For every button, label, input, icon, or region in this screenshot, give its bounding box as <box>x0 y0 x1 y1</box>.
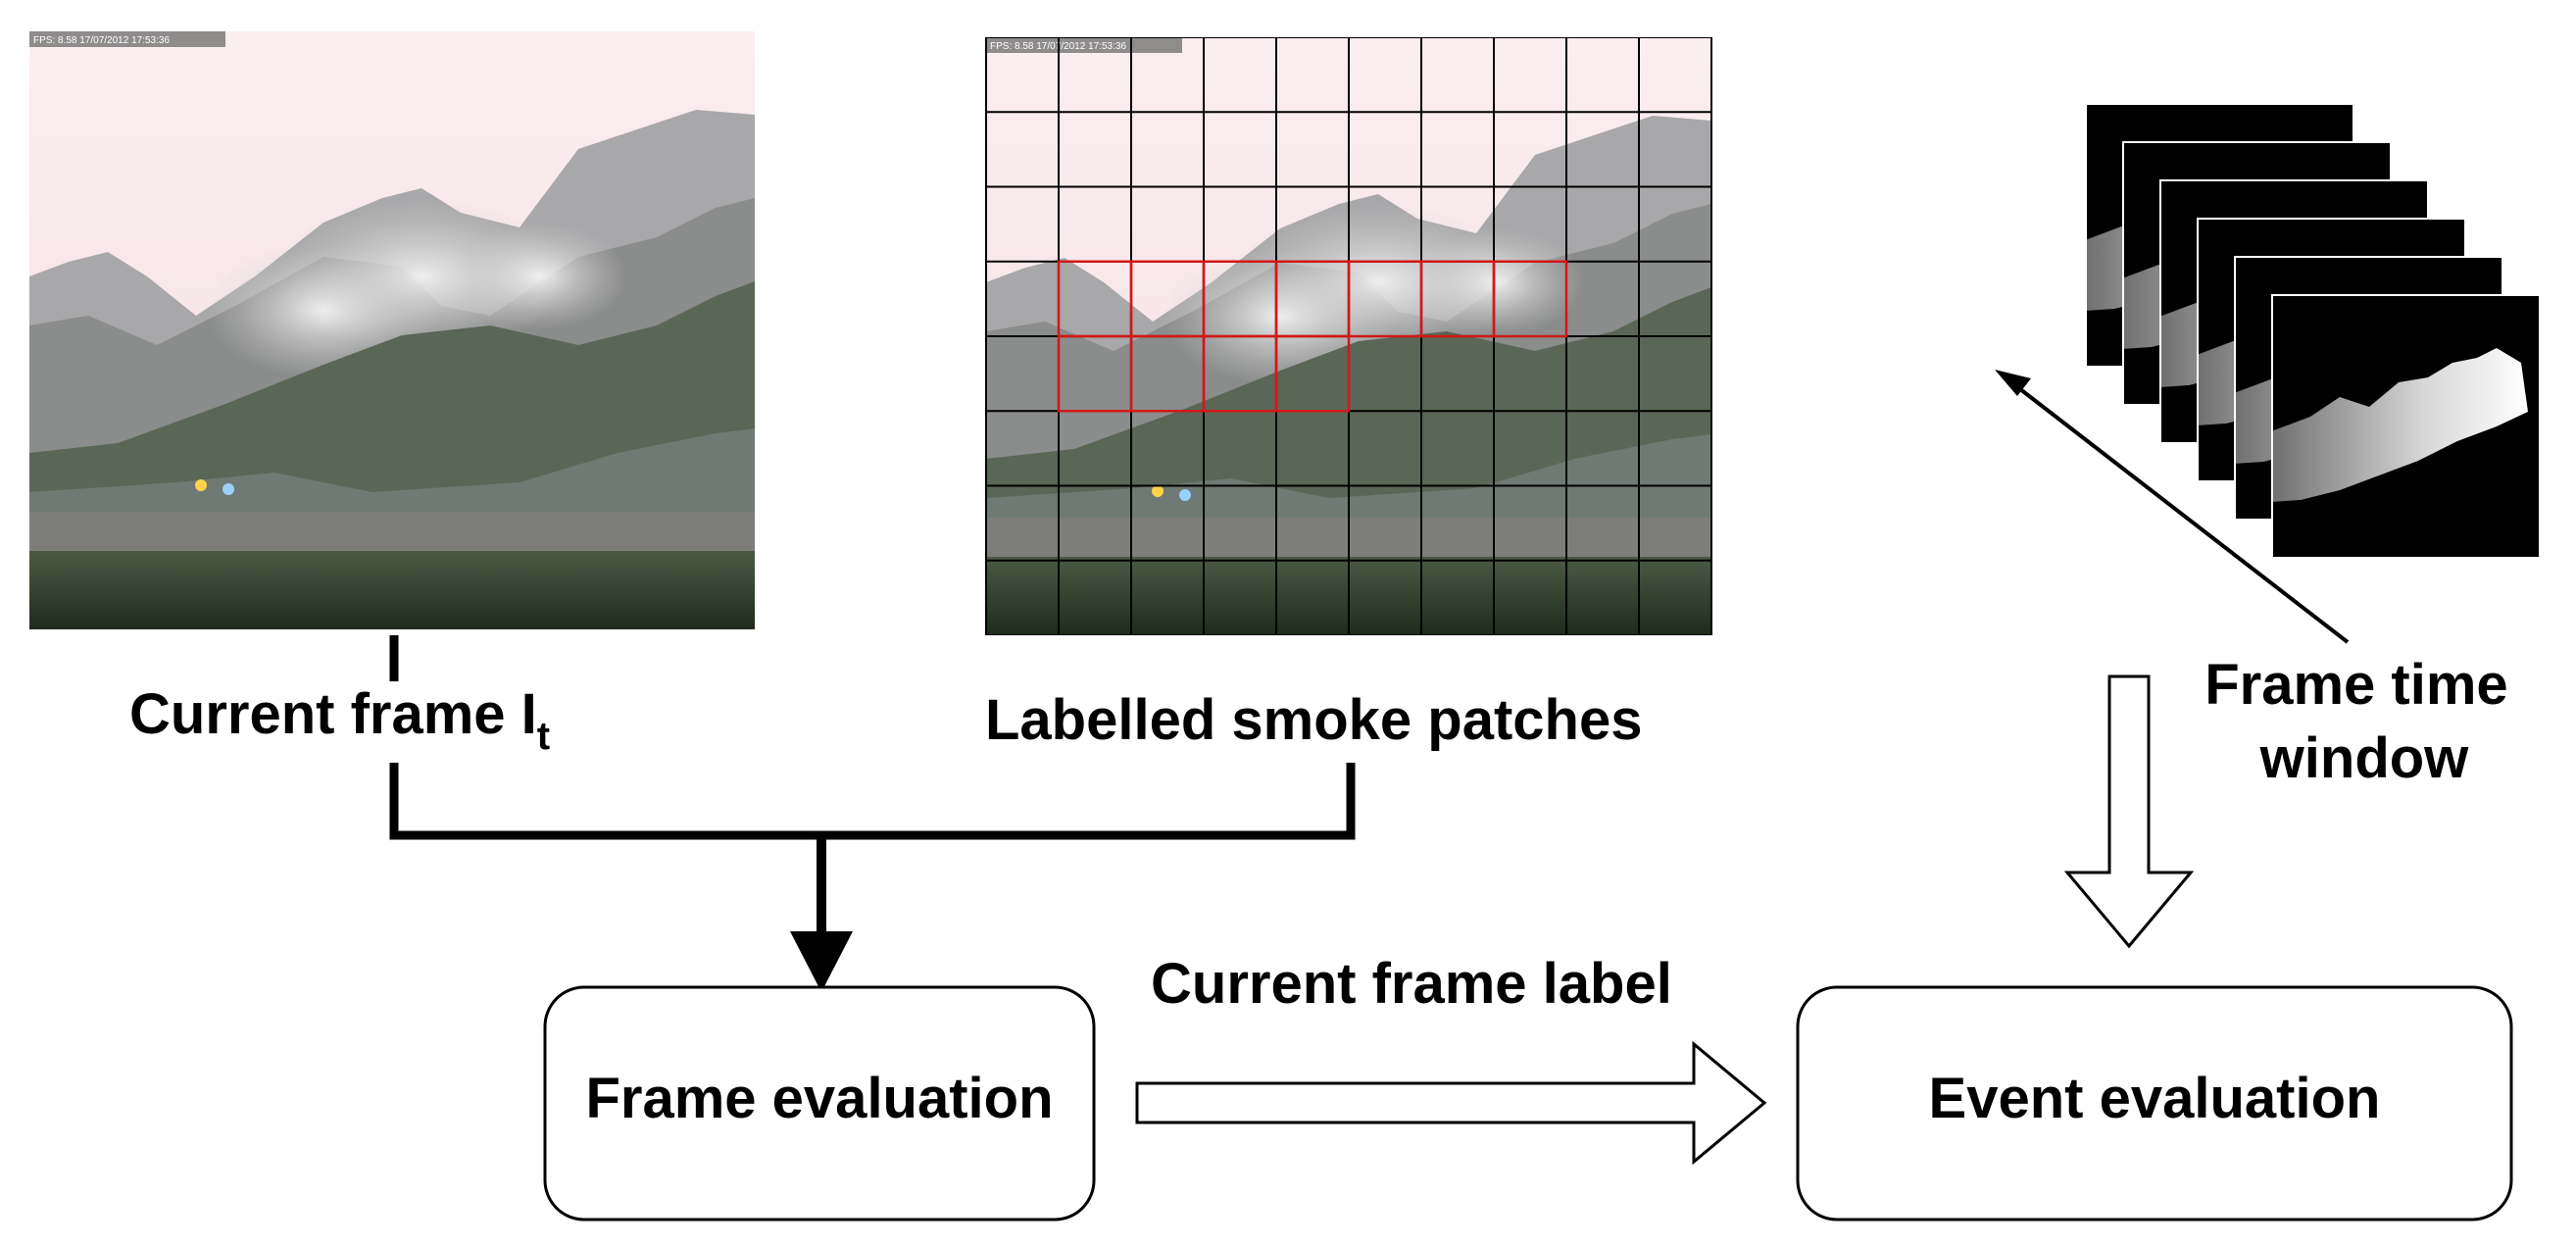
smoke-patch-highlights <box>1057 260 1568 413</box>
frame-caption: FPS: 8.58 17/07/2012 17:53:36 <box>33 35 170 46</box>
frame-evaluation-box: Frame evaluation <box>543 985 1096 1222</box>
frame-evaluation-label: Frame evaluation <box>585 1067 1053 1130</box>
smoke-patch <box>1274 334 1351 413</box>
current-frame-label-text: Current frame label <box>1151 952 1672 1016</box>
time-window-down-arrow <box>2063 674 2195 949</box>
event-evaluation-box: Event evaluation <box>1796 985 2513 1222</box>
arrow-to-time-window <box>1995 370 2350 644</box>
labelled-patches-image: FPS: 8.58 17/07/2012 17:53:36 <box>985 37 1712 635</box>
current-frame-label: Current frame It <box>129 682 550 758</box>
frame-time-window-stack <box>2085 103 2541 559</box>
event-evaluation-label: Event evaluation <box>1929 1067 2381 1130</box>
time-window-frame <box>2271 294 2541 559</box>
merge-connector <box>389 635 1356 992</box>
frame-time-window-label: Frame time window <box>2204 653 2524 790</box>
frame-to-event-arrow <box>1135 1040 1767 1166</box>
smoke-patch <box>1492 260 1568 338</box>
current-frame-image: FPS: 8.58 17/07/2012 17:53:36 <box>29 31 755 629</box>
labelled-patches-label: Labelled smoke patches <box>985 688 1642 752</box>
